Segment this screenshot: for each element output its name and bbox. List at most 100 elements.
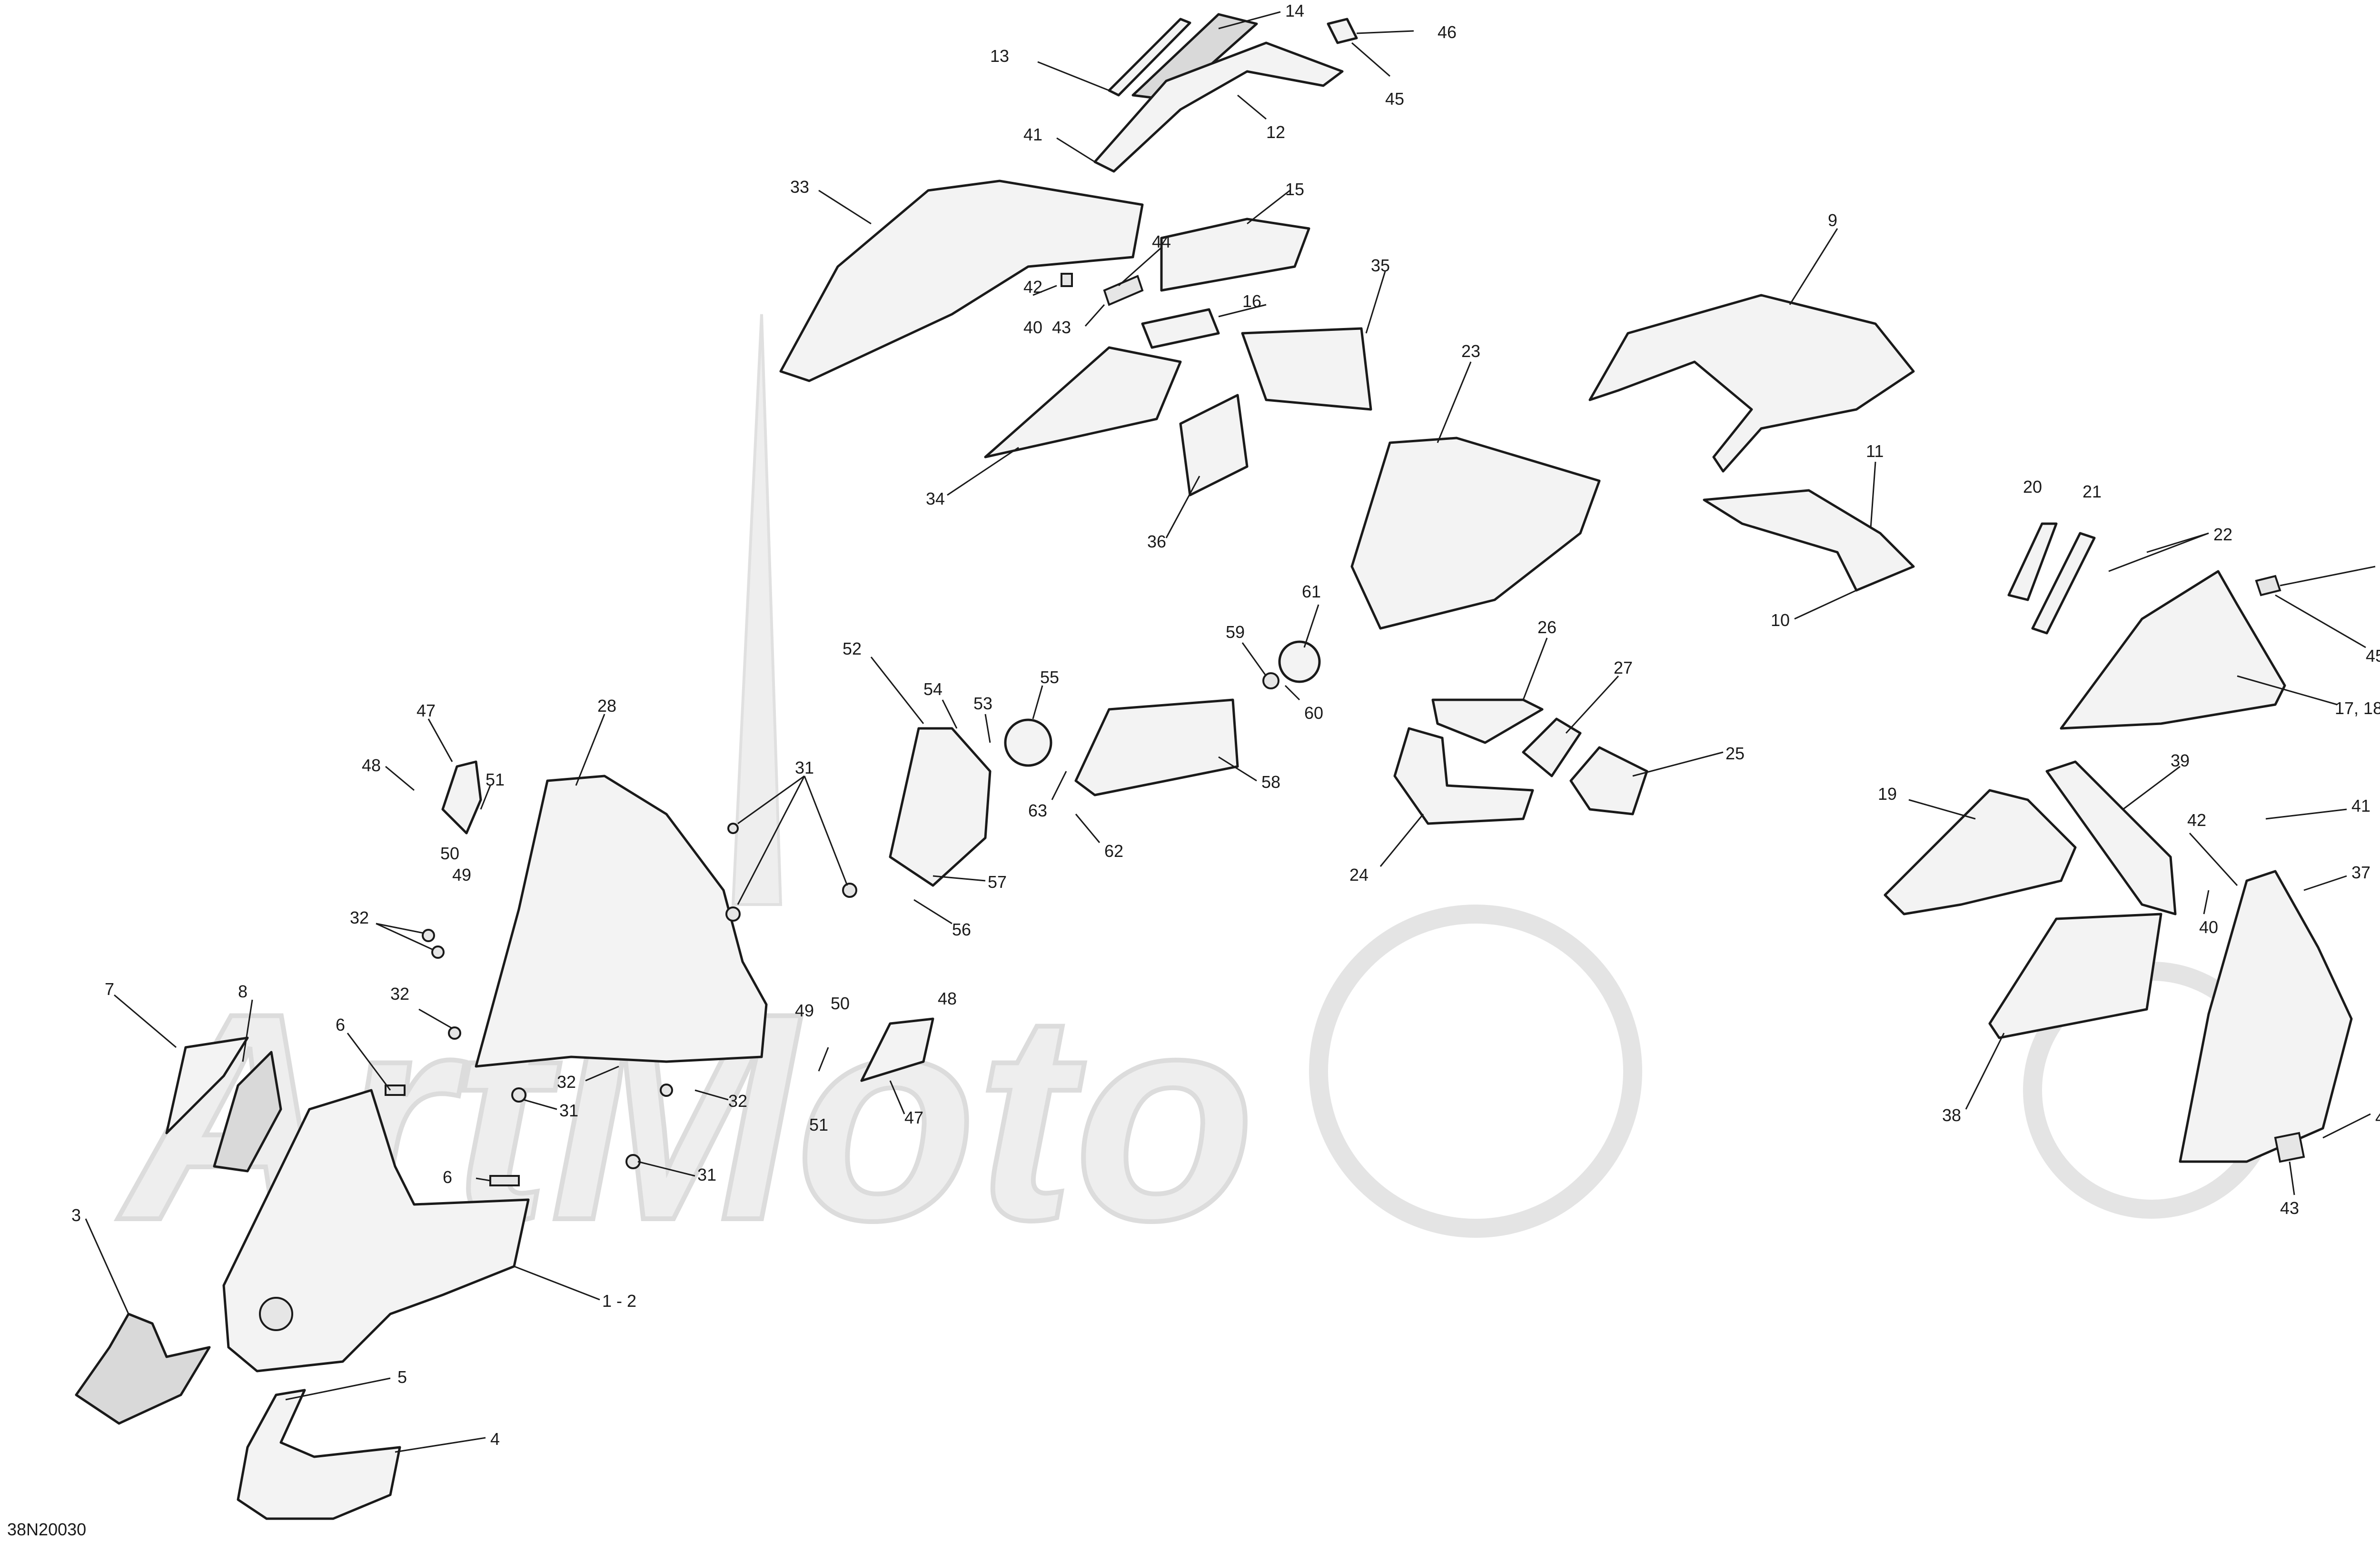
part-43-nut: [1061, 273, 1073, 287]
callout-38: 38: [1942, 1105, 1961, 1125]
callout-20: 20: [2023, 477, 2042, 497]
callout-10: 10: [1771, 610, 1790, 630]
part-31-grommet-d: [625, 1154, 641, 1169]
callout-15: 15: [1285, 179, 1304, 199]
leader-42b: [2189, 832, 2238, 886]
leader-32d: [694, 1089, 729, 1101]
callout-24: 24: [1349, 865, 1368, 885]
leader-5: [285, 1377, 391, 1401]
leader-45b: [2275, 594, 2366, 648]
part-9-rear-cowl: [1588, 294, 1915, 473]
rear-cowl-group: [1350, 294, 2286, 730]
leader-55: [1032, 685, 1043, 719]
part-37-side-panel: [2179, 870, 2353, 1163]
callout-63: 63: [1028, 801, 1047, 820]
part-32-screw-a: [422, 929, 435, 942]
callout-53: 53: [973, 694, 992, 713]
part-6-bolt-a: [385, 1084, 406, 1096]
callout-51: 51: [486, 770, 505, 789]
callout-23: 23: [1461, 341, 1480, 361]
leader-56: [913, 899, 952, 925]
part-12-upper-trim: [1093, 41, 1344, 173]
part-16-foam: [1141, 308, 1220, 349]
callout-62: 62: [1104, 841, 1123, 861]
callout-16: 16: [1242, 291, 1261, 311]
callout-32-c: 32: [557, 1072, 576, 1092]
callout-32-d: 32: [728, 1091, 747, 1111]
callout-26: 26: [1537, 617, 1557, 637]
part-31-grommet-a: [725, 906, 741, 922]
part-46-clip-top: [1327, 18, 1358, 44]
leader-45a: [1351, 42, 1390, 77]
callout-39: 39: [2171, 751, 2190, 770]
callout-48: 48: [362, 756, 381, 775]
callout-31-c: 31: [697, 1165, 716, 1184]
callout-6-b: 6: [443, 1167, 452, 1187]
headlight-group: [889, 640, 1321, 887]
leader-47b: [889, 1080, 905, 1114]
leader-3: [85, 1218, 129, 1314]
part-31-grommet-b: [842, 883, 857, 898]
part-39-strip: [2045, 760, 2177, 915]
leader-1-2: [514, 1265, 600, 1301]
callout-22: 22: [2213, 525, 2232, 544]
callout-7: 7: [105, 979, 114, 999]
leader-31c: [637, 1161, 695, 1177]
callout-31-b: 31: [559, 1101, 578, 1120]
part-32-screw-c: [448, 1026, 461, 1040]
part-44-bracket: [1103, 275, 1144, 306]
front-nose-group: [75, 760, 934, 1520]
leader-39: [2122, 766, 2181, 810]
leader-43a: [1084, 304, 1105, 327]
part-nose-hole: [259, 1297, 293, 1331]
leader-35: [1365, 271, 1386, 334]
hardware-group: [385, 823, 857, 1186]
part-47-mirror-right: [860, 1017, 934, 1082]
part-21-decal: [2031, 532, 2096, 635]
part-46-clip-right: [2255, 575, 2281, 597]
leader-37: [2303, 875, 2347, 891]
part-35-panel: [1241, 327, 1372, 411]
leader-31a3: [803, 776, 848, 886]
callout-8: 8: [238, 982, 248, 1001]
leader-28: [575, 714, 605, 786]
part-8-vent-grille: [213, 1051, 282, 1173]
leader-31a2: [737, 776, 805, 905]
leader-32b: [418, 1008, 453, 1029]
callout-35: 35: [1371, 256, 1390, 275]
callout-13: 13: [990, 46, 1009, 66]
callout-52: 52: [843, 639, 862, 658]
leader-15: [1247, 189, 1290, 225]
callout-37: 37: [2351, 863, 2370, 882]
callout-14: 14: [1285, 1, 1304, 20]
leader-22b: [2108, 532, 2209, 572]
part-59-bulb: [1262, 672, 1279, 689]
leader-10: [1794, 589, 1857, 620]
callout-41: 41: [1023, 125, 1042, 144]
part-13-trim-strip: [1108, 18, 1191, 97]
part-20-decal: [2007, 522, 2058, 601]
callout-21: 21: [2082, 482, 2102, 501]
foam-pads-group: [1393, 698, 1648, 825]
part-24-pad: [1393, 727, 1534, 825]
leader-59: [1241, 642, 1267, 676]
callout-40-right: 40: [2199, 917, 2218, 937]
callout-46: 46: [1438, 22, 1457, 42]
callout-40: 40: [1023, 318, 1042, 337]
callout-11: 11: [1866, 441, 1884, 461]
watermark-wheel-left: [1309, 905, 1642, 1238]
leader-14: [1218, 11, 1281, 30]
callout-50: 50: [440, 844, 459, 863]
leader-7: [114, 994, 177, 1048]
callout-9: 9: [1828, 210, 1837, 230]
callout-1-2: 1 - 2: [602, 1291, 636, 1311]
callout-32-b: 32: [390, 984, 409, 1004]
leader-31b: [523, 1099, 557, 1110]
callout-5: 5: [397, 1367, 407, 1387]
callout-55: 55: [1040, 667, 1059, 687]
callout-17-18: 17, 18: [2335, 698, 2380, 718]
part-58-headlamp: [1074, 698, 1239, 796]
callout-47: 47: [416, 701, 436, 720]
callout-60: 60: [1304, 703, 1323, 723]
